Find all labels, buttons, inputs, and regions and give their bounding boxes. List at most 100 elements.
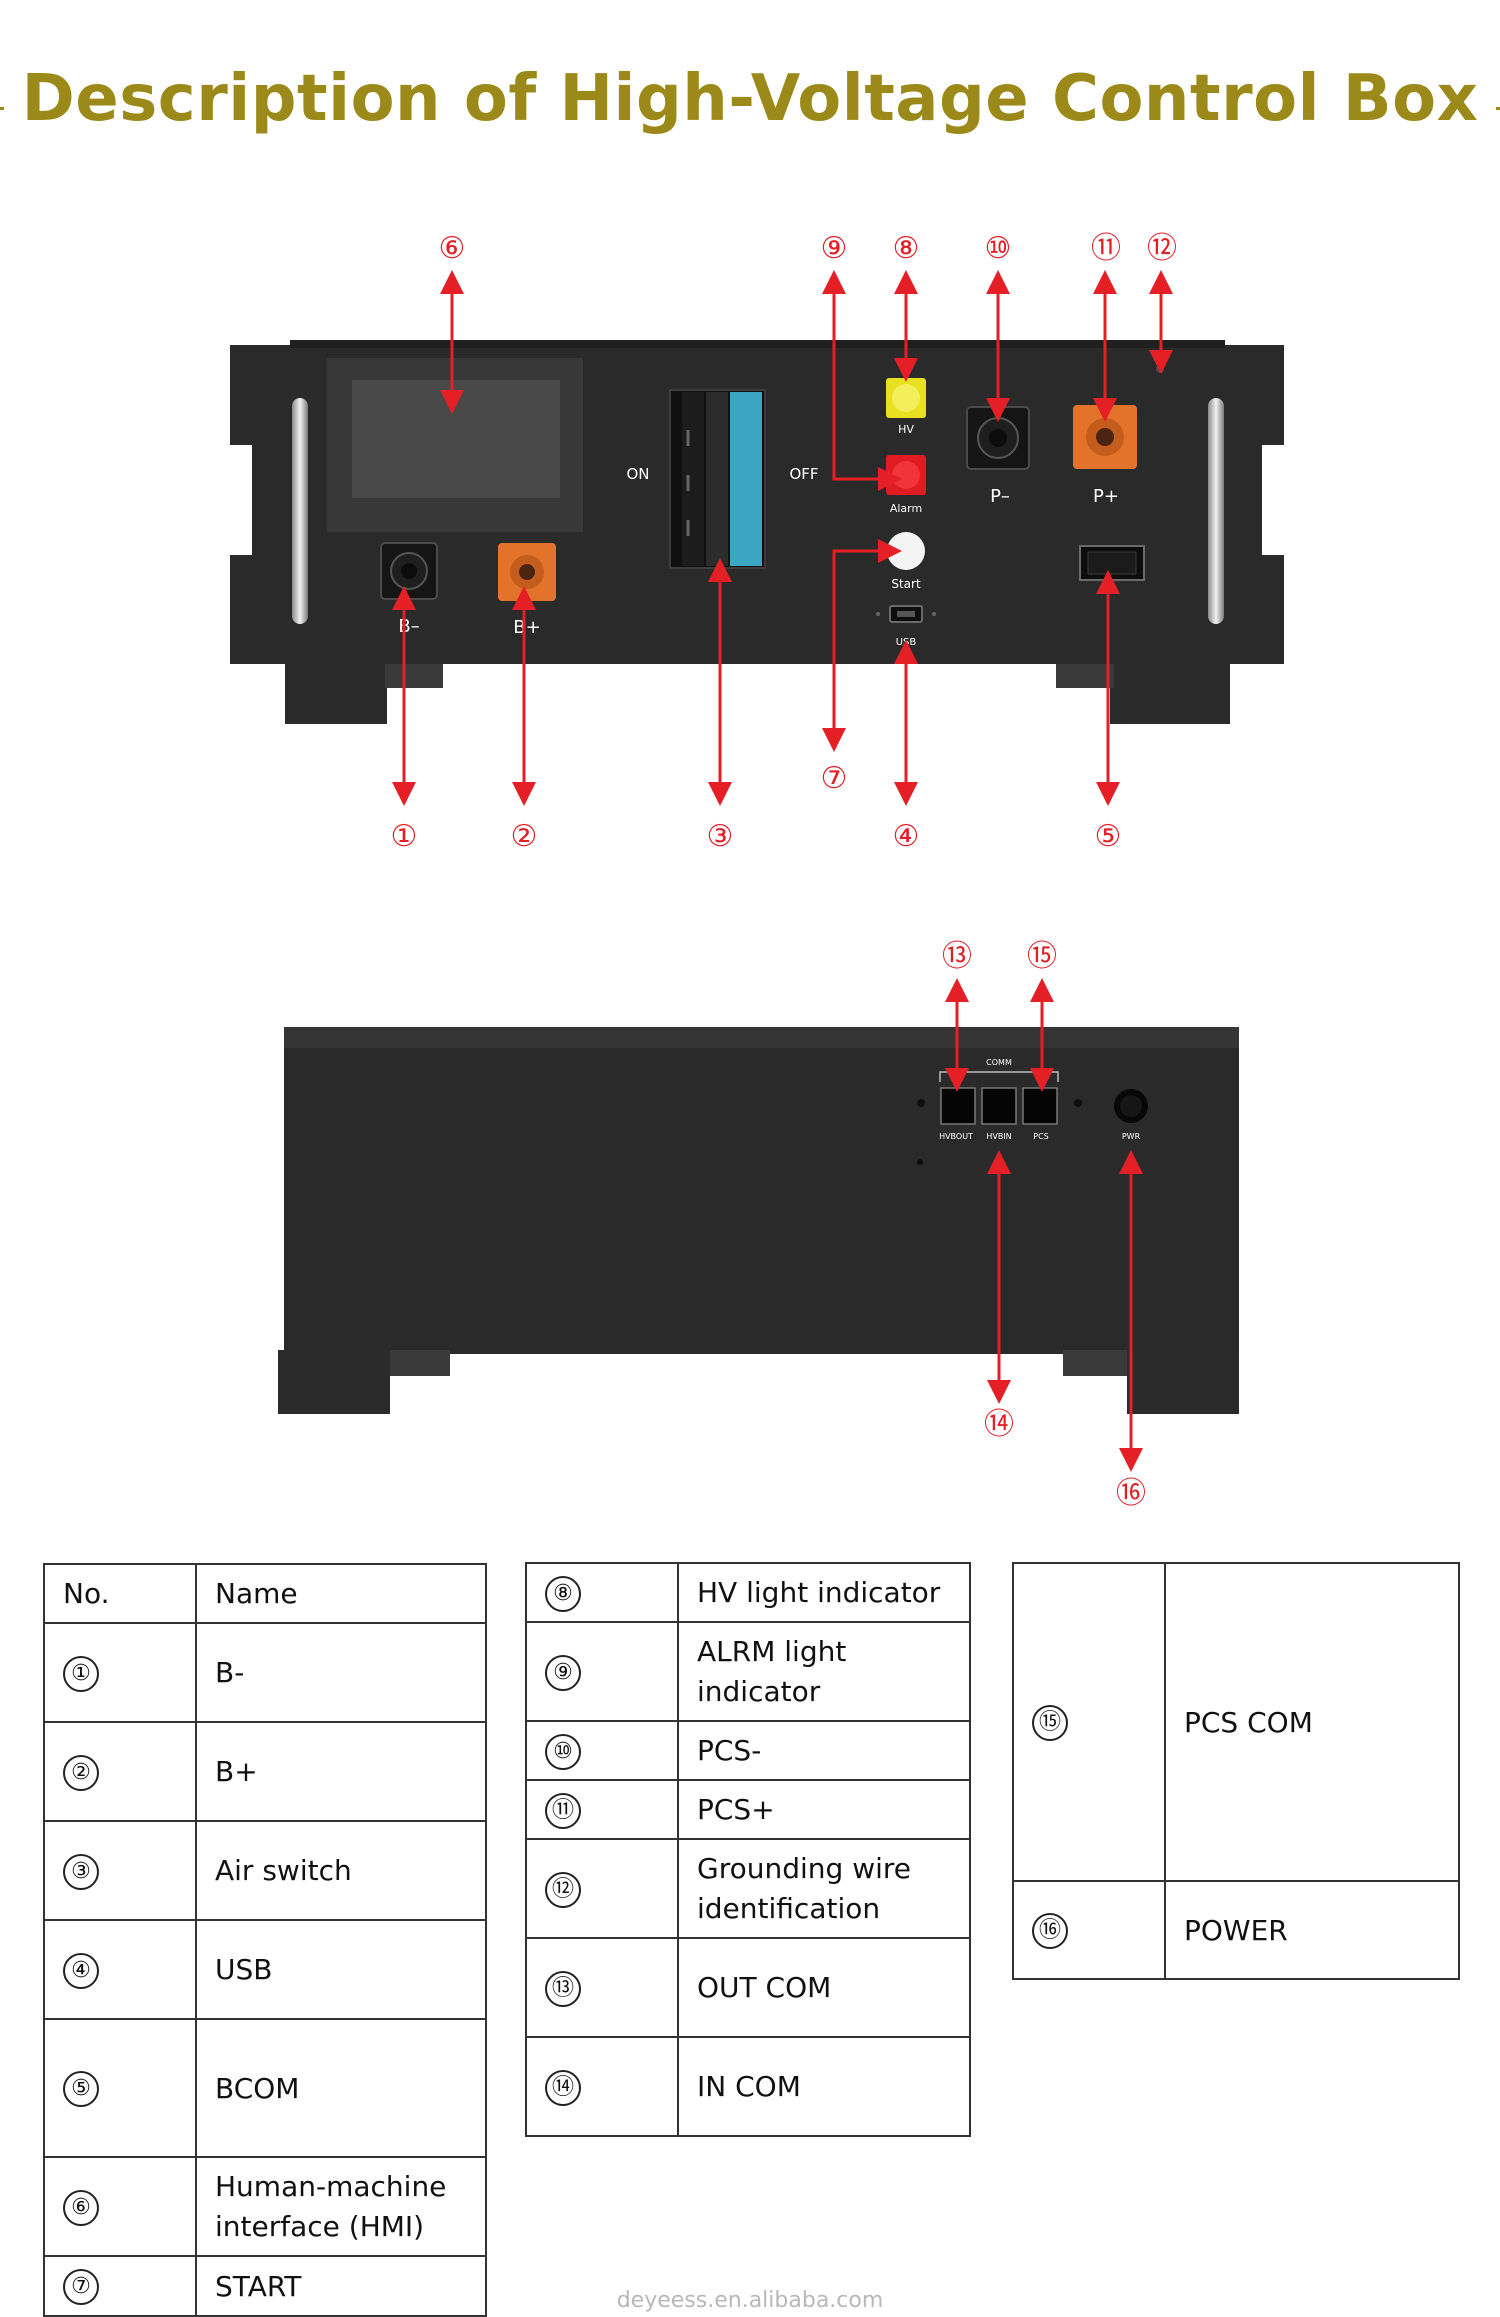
- callout-15: ⑮: [1027, 939, 1057, 974]
- table-row: ⑬ OUT COM: [525, 1937, 971, 2038]
- row-name: PCS+: [677, 1779, 971, 1840]
- row-name: OUT COM: [677, 1937, 971, 2038]
- row-number: ⑪: [545, 1792, 581, 1829]
- handle-right: [1208, 398, 1224, 624]
- callout-3: ③: [707, 819, 734, 854]
- table-items-15-16: ⑮ PCS COM ⑯ POWER: [1012, 1562, 1460, 1980]
- callout-9: ⑨: [821, 231, 848, 266]
- hvbout-label: HVBOUT: [939, 1132, 973, 1141]
- handle-left: [292, 398, 308, 624]
- row-number: ④: [63, 1952, 99, 1989]
- page-title: Description of High-Voltage Control Box: [0, 62, 1500, 136]
- row-number: ⑦: [63, 2269, 99, 2305]
- table-row: ⑫ Grounding wire identification: [525, 1838, 971, 1939]
- table-row: ⑯ POWER: [1012, 1880, 1460, 1980]
- comm-label: COMM: [986, 1058, 1012, 1067]
- table-row: ④ USB: [43, 1919, 487, 2020]
- row-name: B-: [195, 1622, 487, 1723]
- row-number: ⑯: [1032, 1913, 1068, 1949]
- p-minus-connector[interactable]: [966, 406, 1030, 470]
- row-name: PCS-: [677, 1720, 971, 1781]
- pcs-label: PCS: [1033, 1132, 1049, 1141]
- switch-off-label: OFF: [789, 465, 818, 483]
- callout-1: ①: [391, 819, 418, 854]
- rear-screw-1: [917, 1099, 925, 1107]
- b-minus-connector[interactable]: [380, 542, 438, 600]
- front-foot-right-inner: [1056, 660, 1114, 688]
- b-plus-label: B+: [513, 617, 540, 638]
- usb-port[interactable]: [889, 605, 923, 623]
- front-foot-left-inner: [385, 660, 443, 688]
- control-box-diagram: B– B+ ON OFF HV Alarm Start: [230, 231, 1284, 1511]
- callout-14: ⑭: [984, 1407, 1014, 1442]
- rear-callout-arrows: [945, 978, 1143, 1472]
- callout-12: ⑫: [1147, 231, 1177, 266]
- pcs-port[interactable]: [1022, 1087, 1058, 1125]
- callout-8: ⑧: [893, 231, 920, 266]
- row-number: ⑤: [63, 2071, 99, 2107]
- row-name: HV light indicator: [677, 1562, 971, 1623]
- row-number: ⑥: [63, 2189, 99, 2226]
- alarm-label: Alarm: [890, 502, 922, 515]
- row-name: START: [195, 2255, 487, 2317]
- callout-4: ④: [893, 819, 920, 854]
- hvbin-port[interactable]: [981, 1087, 1017, 1125]
- rear-screw-2: [917, 1159, 923, 1165]
- callout-11: ⑪: [1091, 231, 1121, 266]
- row-number: ⑬: [545, 1970, 581, 2007]
- hmi-screen[interactable]: [352, 380, 560, 498]
- start-button[interactable]: [887, 532, 925, 570]
- table-row: ① B-: [43, 1622, 487, 1723]
- row-name: BCOM: [195, 2018, 487, 2158]
- header-name: Name: [195, 1563, 487, 1624]
- callout-2: ②: [511, 819, 538, 854]
- table-items-1-7: No. Name ① B- ② B+ ③ Air switch ④ USB ⑤ …: [43, 1563, 487, 2317]
- watermark: deyeess.en.alibaba.com: [616, 2288, 884, 2313]
- row-number: ⑩: [545, 1733, 581, 1770]
- row-name: PCS COM: [1164, 1562, 1460, 1882]
- rear-foot-left-inner: [390, 1350, 450, 1376]
- table-items-8-14: ⑧ HV light indicator ⑨ ALRM light indica…: [525, 1562, 971, 2137]
- table-row: ⑭ IN COM: [525, 2036, 971, 2137]
- rear-foot-right: [1127, 1350, 1239, 1414]
- row-number: ①: [63, 1655, 99, 1692]
- callout-16: ⑯: [1116, 1476, 1146, 1511]
- row-name: Human-machine interface (HMI): [195, 2156, 487, 2257]
- table-row: ⑥ Human-machine interface (HMI): [43, 2156, 487, 2257]
- table-row: ⑮ PCS COM: [1012, 1562, 1460, 1882]
- callout-13: ⑬: [942, 939, 972, 974]
- p-minus-label: P–: [990, 486, 1010, 507]
- arrow-9: [822, 270, 902, 491]
- p-plus-label: P+: [1093, 486, 1119, 507]
- rear-foot-left: [278, 1350, 390, 1414]
- hv-label: HV: [898, 423, 914, 436]
- usb-screw-right: [932, 612, 936, 616]
- row-number: ⑧: [545, 1575, 581, 1612]
- row-name: Air switch: [195, 1820, 487, 1921]
- hv-light-lens: [892, 384, 920, 412]
- front-panel: B– B+ ON OFF HV Alarm Start: [230, 340, 1284, 724]
- rear-panel: COMM HVBOUT HVBIN PCS PWR: [278, 1027, 1239, 1414]
- callout-6: ⑥: [439, 231, 466, 266]
- front-chassis-top-edge: [290, 340, 1225, 348]
- hvbin-label: HVBIN: [986, 1132, 1011, 1141]
- table-row: ⑩ PCS-: [525, 1720, 971, 1781]
- b-plus-connector[interactable]: [498, 543, 556, 601]
- air-switch[interactable]: [669, 389, 766, 569]
- callout-10: ⑩: [985, 231, 1012, 266]
- p-plus-connector[interactable]: [1073, 405, 1137, 469]
- row-number: ⑨: [545, 1654, 581, 1691]
- hvbout-port[interactable]: [940, 1087, 976, 1125]
- front-foot-right: [1110, 660, 1230, 724]
- alarm-light-lens: [892, 461, 920, 489]
- bcom-port[interactable]: [1079, 545, 1145, 581]
- callout-7: ⑦: [821, 761, 848, 796]
- row-name: ALRM light indicator: [677, 1621, 971, 1722]
- row-name: Grounding wire identification: [677, 1838, 971, 1939]
- rear-foot-right-inner: [1063, 1350, 1127, 1376]
- row-name: USB: [195, 1919, 487, 2020]
- table-row: ② B+: [43, 1721, 487, 1822]
- row-number: ⑭: [545, 2069, 581, 2106]
- table-row: ⑧ HV light indicator: [525, 1562, 971, 1623]
- power-switch-inner: [1120, 1095, 1142, 1117]
